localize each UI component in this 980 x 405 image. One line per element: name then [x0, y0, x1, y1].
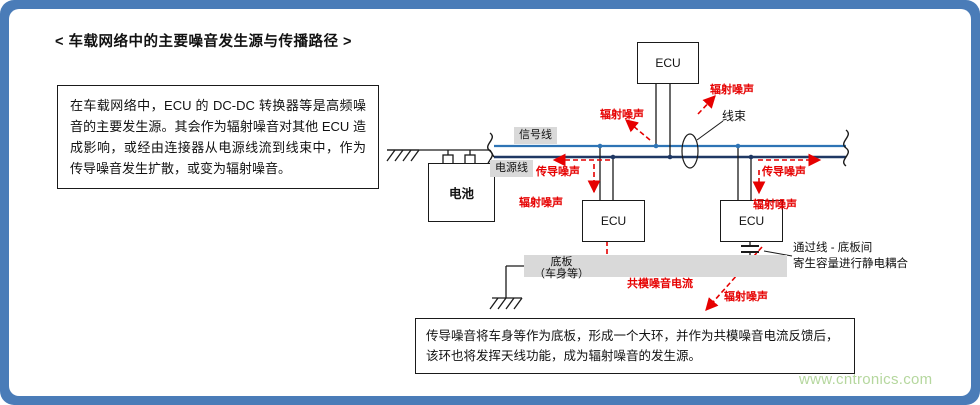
radiated-noise-label-left: 辐射噪声	[519, 197, 563, 209]
signal-line-tag: 信号线	[514, 127, 557, 144]
radiated-arrow-mid	[625, 119, 651, 141]
common-mode-current-label: 共模噪音电流	[627, 278, 693, 290]
connection-dots	[597, 143, 754, 160]
chassis-bar	[524, 255, 787, 277]
chassis-label: 底板 （车身等）	[534, 256, 589, 280]
ecu-right-box: ECU	[720, 200, 783, 242]
battery-wiring	[387, 149, 495, 165]
chassis-label-line1: 底板	[550, 256, 573, 268]
coupling-note-line1: 通过线 - 底板间	[793, 242, 873, 254]
ground-symbol-bottom-icon	[489, 265, 525, 310]
break-squiggle-right-icon	[843, 129, 849, 167]
caption-box: 传导噪音将车身等作为底板，形成一个大环，并作为共模噪音电流反馈后，该环也将发挥天…	[415, 318, 855, 374]
ecu-wires	[599, 82, 752, 200]
coupling-note-line2: 寄生容量进行静电耦合	[793, 258, 908, 271]
ground-symbol-left-icon	[386, 149, 420, 162]
power-line-tag: 电源线	[490, 160, 533, 177]
coupling-note: 通过线 - 底板间 寄生容量进行静电耦合	[793, 240, 908, 272]
conducted-noise-label-left: 传导噪声	[536, 166, 580, 178]
noise-arrows	[552, 95, 822, 311]
harness-label: 线束	[722, 109, 747, 123]
ecu-left-box: ECU	[582, 200, 645, 242]
ecu-left-label: ECU	[600, 214, 627, 228]
radiated-noise-label-mid: 辐射噪声	[600, 109, 644, 121]
caption-text: 传导噪音将车身等作为底板，形成一个大环，并作为共模噪音电流反馈后，该环也将发挥天…	[426, 329, 839, 363]
harness-pointer-line	[696, 120, 724, 141]
radiated-arrow-bottom	[705, 246, 763, 311]
radiated-noise-label-top-right: 辐射噪声	[710, 84, 754, 96]
intro-box: 在车载网络中，ECU 的 DC-DC 转换器等是高频噪音的主要发生源。其会作为辐…	[57, 85, 379, 190]
radiated-noise-label-right: 辐射噪声	[753, 199, 797, 211]
intro-text: 在车载网络中，ECU 的 DC-DC 转换器等是高频噪音的主要发生源。其会作为辐…	[70, 98, 366, 177]
harness-ellipse	[681, 133, 699, 169]
battery-box: 电池	[428, 163, 495, 222]
radiated-noise-label-bottom: 辐射噪声	[724, 291, 768, 303]
radiated-arrow-top-right	[697, 95, 716, 115]
coupling-pointer-line	[763, 250, 793, 257]
ecu-top-label: ECU	[655, 56, 681, 70]
ecu-right-label: ECU	[738, 214, 765, 228]
battery-label: 电池	[448, 187, 474, 201]
page-title: < 车载网络中的主要噪音发生源与传播路径 >	[55, 34, 352, 50]
conducted-noise-label-right: 传导噪声	[762, 166, 806, 178]
ecu-top-box: ECU	[637, 42, 699, 84]
battery-supply-wire-joint	[489, 149, 495, 158]
chassis-label-line2: （车身等）	[534, 268, 589, 280]
watermark: www.cntronics.com	[799, 371, 933, 388]
